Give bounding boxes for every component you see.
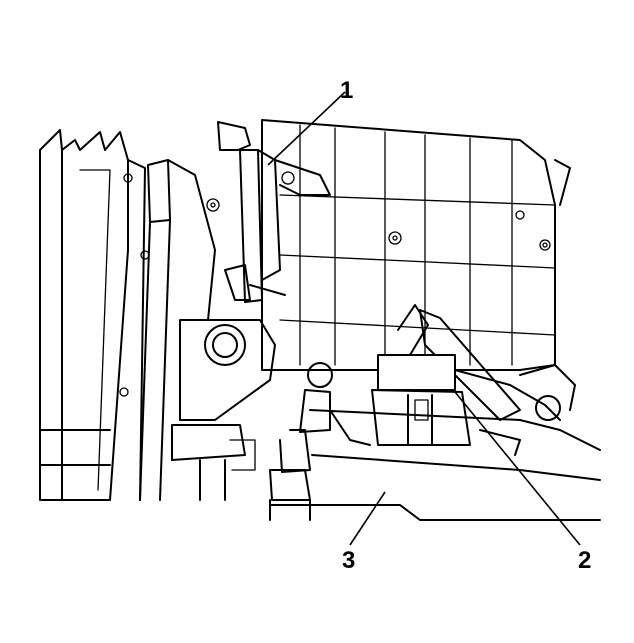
leader-line-3 [349,491,386,546]
callout-1: 1 [340,77,353,104]
wiring-harness-connector [371,304,576,446]
seat-back-panel [261,119,571,371]
seat-track-bracket [139,159,276,501]
wire-harness-clip [269,362,333,521]
callout-2: 2 [578,547,591,574]
leader-line-2 [454,391,581,546]
seat-frame-rail [39,129,150,501]
callout-3: 3 [342,547,355,574]
latch-assembly [217,121,331,303]
leader-line-1 [267,91,346,166]
seat-cushion-frame [269,409,601,521]
